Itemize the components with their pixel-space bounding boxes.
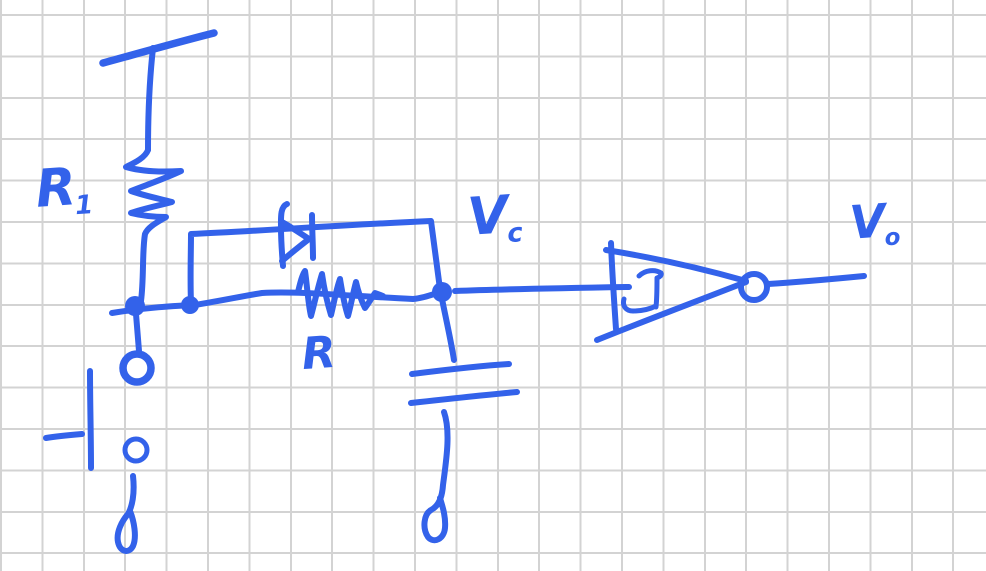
label-vc-sub: c: [506, 218, 524, 250]
main-wire: [109, 288, 446, 316]
output-wire: [765, 273, 867, 287]
capacitor-lead: [439, 296, 457, 363]
resistor-r: [295, 268, 386, 319]
label-r: R: [300, 327, 337, 383]
resistor-r1: [123, 147, 184, 304]
supply-rail-bar: [99, 29, 218, 67]
terminal-ground-squiggle: [114, 473, 138, 554]
capacitor-ground-squiggle: [421, 409, 451, 544]
supply-rail-stem: [145, 45, 156, 153]
switch-horizontal-dash: [43, 431, 85, 441]
label-r1-sub: 1: [74, 190, 95, 222]
label-vo-main: V: [847, 193, 888, 250]
label-vc: Vc: [465, 185, 524, 250]
resistor-r-zigzag: [295, 268, 386, 319]
schmitt-input-wire: [452, 284, 632, 294]
diode-icon: [277, 201, 316, 269]
label-r1-main: R: [33, 157, 78, 220]
resistor-r1-zigzag: [123, 147, 184, 304]
capacitor: [408, 296, 520, 544]
label-r-main: R: [300, 326, 338, 381]
schmitt-trigger-icon: [594, 240, 867, 343]
schmitt-triangle-top-edge: [603, 247, 749, 284]
supply-rail: [99, 29, 218, 153]
terminal-stub: [133, 311, 142, 354]
schmitt-triangle-left-edge: [608, 240, 619, 332]
label-r1: R1: [33, 157, 95, 222]
junction-dot-r1: [125, 296, 145, 316]
input-terminal: [43, 311, 155, 554]
switch-vertical-stroke: [87, 368, 94, 471]
terminal-small-circle: [122, 436, 150, 464]
diode-anode-edge: [277, 201, 290, 269]
diode-cathode-bar: [309, 212, 316, 261]
terminal-open-circle: [119, 350, 155, 386]
label-vo: Vo: [847, 193, 902, 253]
capacitor-bottom-plate: [408, 389, 520, 406]
label-vo-sub: o: [883, 224, 902, 252]
diode-loop-wire: [187, 218, 443, 306]
inverter-bubble-icon: [738, 271, 770, 303]
label-vc-main: V: [465, 185, 511, 248]
capacitor-top-plate: [409, 361, 512, 377]
hysteresis-icon: [621, 268, 664, 314]
diode-triangle: [279, 219, 312, 264]
schmitt-triangle-bottom-edge: [594, 279, 749, 343]
